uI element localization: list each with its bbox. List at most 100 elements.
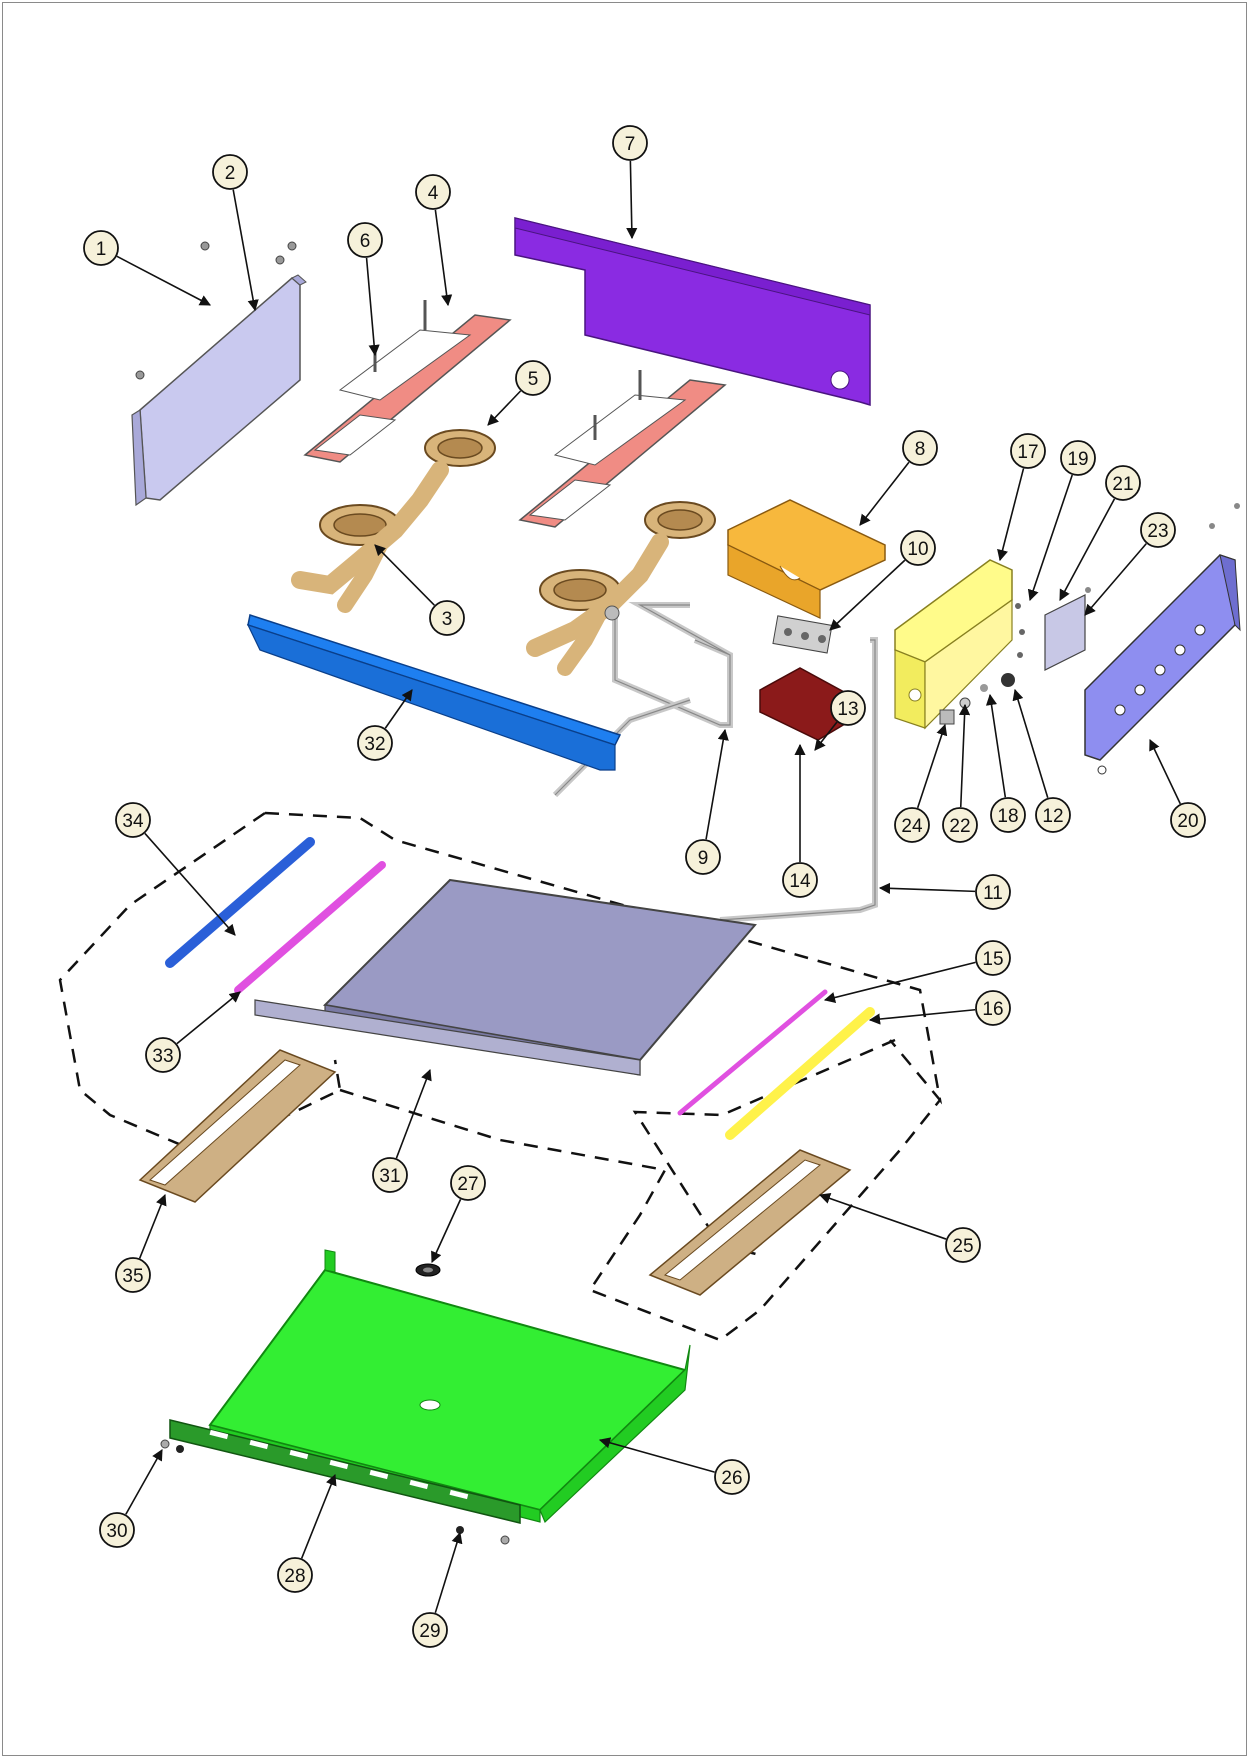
griddle-plate (254, 878, 757, 1076)
callout-number-17: 17 (1017, 442, 1038, 463)
callout-leader-1 (116, 255, 211, 306)
callout-number-16: 16 (982, 999, 1003, 1020)
callout-21: 21 (1105, 465, 1141, 501)
callout-circle-14 (782, 862, 818, 898)
callout-circle-23 (1140, 512, 1176, 548)
callout-number-19: 19 (1067, 449, 1088, 470)
callout-circle-15 (975, 940, 1011, 976)
callout-number-13: 13 (837, 699, 858, 720)
callout-8: 8 (902, 430, 938, 466)
callout-number-14: 14 (789, 871, 811, 892)
callout-2: 2 (212, 154, 248, 190)
callout-circle-2 (212, 154, 248, 190)
callout-leader-12 (1012, 688, 1049, 799)
callout-number-21: 21 (1112, 474, 1133, 495)
callout-number-15: 15 (982, 949, 1003, 970)
callout-leaders (116, 160, 1181, 1614)
callout-leader-26 (598, 1437, 715, 1473)
callout-17: 17 (1010, 433, 1046, 469)
rod-magenta-right (677, 989, 828, 1116)
callout-number-11: 11 (983, 883, 1003, 904)
callout-circle-13 (830, 690, 866, 726)
callout-number-10: 10 (907, 539, 928, 560)
callout-leader-22 (958, 703, 971, 808)
callout-number-34: 34 (122, 811, 144, 832)
assembly-group-outline-left (58, 811, 941, 1342)
callout-leader-9 (705, 728, 729, 840)
callout-circle-1 (83, 230, 119, 266)
callout-circle-6 (347, 222, 383, 258)
callout-circle-20 (1170, 802, 1206, 838)
callout-number-25: 25 (952, 1236, 973, 1257)
griddle-supports (138, 1049, 852, 1296)
callout-23: 23 (1140, 512, 1176, 548)
rail-yellow (725, 1007, 875, 1140)
callout-number-30: 30 (106, 1521, 127, 1542)
callout-leader-33 (176, 991, 241, 1045)
callout-circle-5 (515, 360, 551, 396)
callout-3: 3 (429, 600, 465, 636)
callout-leader-4 (434, 209, 453, 307)
callout-leader-28 (300, 1473, 337, 1559)
callout-5: 5 (515, 360, 551, 396)
callout-circle-35 (115, 1257, 151, 1293)
callout-27: 27 (450, 1165, 486, 1201)
burner-mounting-rails (303, 300, 727, 528)
control-plate (939, 587, 1091, 725)
callout-31: 31 (372, 1157, 408, 1193)
callout-number-7: 7 (625, 134, 636, 155)
callout-leader-20 (1149, 738, 1181, 805)
callout-circle-31 (372, 1157, 408, 1193)
callout-leader-11 (878, 882, 976, 894)
callout-18: 18 (990, 797, 1026, 833)
callout-number-32: 32 (364, 734, 385, 755)
callout-16: 16 (975, 990, 1011, 1026)
callout-leader-24 (916, 723, 948, 809)
callout-number-6: 6 (360, 231, 371, 252)
callout-circle-3 (429, 600, 465, 636)
callout-circle-12 (1035, 797, 1071, 833)
callout-number-33: 33 (152, 1046, 173, 1067)
callout-number-24: 24 (901, 816, 923, 837)
callout-24: 24 (894, 807, 930, 843)
callout-circle-30 (99, 1512, 135, 1548)
callout-leader-3 (374, 544, 435, 606)
callout-leader-31 (395, 1068, 432, 1159)
callout-number-18: 18 (997, 806, 1018, 827)
callout-28: 28 (277, 1557, 313, 1593)
callout-19: 19 (1060, 440, 1096, 476)
callout-circle-26 (714, 1459, 750, 1495)
callout-number-27: 27 (457, 1174, 478, 1195)
callout-number-35: 35 (122, 1266, 143, 1287)
callout-number-31: 31 (379, 1166, 400, 1187)
callout-number-8: 8 (915, 439, 926, 460)
heat-shield (727, 499, 886, 619)
callout-13: 13 (830, 690, 866, 726)
callout-circle-8 (902, 430, 938, 466)
valve-manifold (772, 615, 833, 654)
callout-32: 32 (357, 725, 393, 761)
callout-10: 10 (900, 530, 936, 566)
callout-number-28: 28 (284, 1566, 305, 1587)
callout-leader-30 (125, 1449, 163, 1515)
callout-leader-16 (868, 1008, 976, 1025)
callout-9: 9 (685, 839, 721, 875)
back-panel (514, 217, 871, 407)
callout-circle-24 (894, 807, 930, 843)
burner-assemblies (291, 429, 716, 676)
callout-circle-17 (1010, 433, 1046, 469)
callout-leader-32 (384, 689, 413, 729)
callout-number-26: 26 (721, 1468, 742, 1489)
callout-33: 33 (145, 1037, 181, 1073)
callout-circle-34 (115, 802, 151, 838)
callout-leader-5 (487, 390, 522, 426)
callout-leader-6 (365, 257, 380, 357)
callout-number-2: 2 (225, 163, 236, 184)
callout-25: 25 (945, 1227, 981, 1263)
callout-circle-21 (1105, 465, 1141, 501)
callout-number-23: 23 (1147, 521, 1168, 542)
callout-leader-19 (1027, 474, 1073, 602)
callout-circle-16 (975, 990, 1011, 1026)
